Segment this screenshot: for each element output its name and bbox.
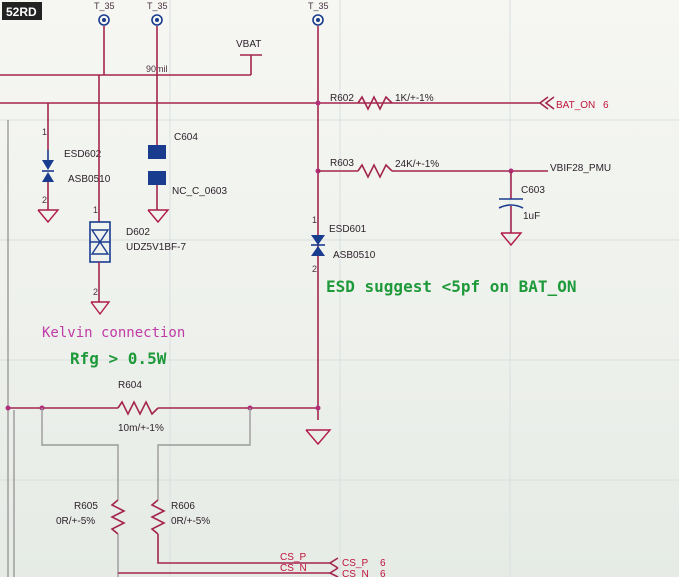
junction-dot: [315, 100, 321, 106]
esd602-diode-lower: [42, 172, 54, 182]
c604-plate-bottom: [148, 171, 166, 185]
rfg-note: Rfg > 0.5W: [70, 349, 167, 368]
watermark-bg: [2, 2, 42, 20]
r606-ref: R606: [171, 501, 195, 512]
vbat-net: VBAT 90mil: [0, 39, 262, 76]
c604: C604 NC_C_0603: [147, 75, 227, 224]
watermark: 52RD: [6, 5, 37, 19]
r604-ref: R604: [118, 380, 142, 391]
cs-n-arrow-icon: [328, 567, 339, 577]
ground-icon: [37, 209, 60, 224]
testpoint-circle: [312, 14, 324, 26]
bat-on-arrow-icon: [544, 96, 555, 110]
esd602-ref: ESD602: [64, 149, 102, 160]
ground-icon: [305, 429, 332, 446]
r604-zigzag: [117, 400, 159, 416]
pin-number: 2: [312, 264, 317, 274]
r604-value: 10m/+-1%: [118, 423, 164, 434]
esd601-value: ASB0510: [333, 250, 376, 261]
testpoint-3: T_35: [308, 1, 329, 26]
cs-p-wire-label: CS_P: [280, 552, 306, 563]
testpoint-circle: [151, 14, 163, 26]
esd602-diode-upper: [42, 160, 54, 170]
r602-ref: R602: [330, 93, 354, 104]
r605-ref: R605: [74, 501, 98, 512]
cs-outputs: CS_P CS_N CS_P CS_N 6 6: [118, 552, 386, 577]
bat-on-arrow-icon: [538, 96, 549, 110]
kelvin-note: Kelvin connection: [42, 325, 185, 341]
vbif-net-label: VBIF28_PMU: [550, 163, 611, 174]
d602-value: UDZ5V1BF-7: [126, 242, 186, 253]
cs-n-net-label: CS_N: [342, 569, 369, 577]
cs-p-page-ref: 6: [380, 558, 386, 569]
kelvin-sense-wire-p: [41, 408, 119, 500]
r602-zigzag: [357, 95, 393, 111]
ground-icon: [90, 301, 111, 316]
c603: C603 1uF: [498, 171, 545, 247]
testpoint-2: T_35: [147, 1, 168, 26]
c603-ref: C603: [521, 185, 545, 196]
cs-n-page-ref: 6: [380, 569, 386, 577]
r602: R602 1K/+-1% BAT_ON 6: [315, 93, 609, 111]
esd601-diode-lower: [311, 246, 325, 256]
d602: 1 2 D602 UDZ5V1BF-7: [89, 75, 186, 316]
vbat-label: VBAT: [236, 39, 261, 50]
ground-icon: [147, 209, 170, 224]
r604: R604 10m/+-1%: [5, 380, 332, 446]
r603-zigzag: [357, 163, 393, 179]
testpoint-dot: [102, 18, 106, 22]
r605-zigzag: [110, 499, 126, 535]
esd601-ref: ESD601: [329, 224, 367, 235]
esd602: 1 2 ESD602 ASB0510: [37, 103, 111, 224]
pin-number: 1: [42, 127, 47, 137]
testpoint-dot: [316, 18, 320, 22]
ground-icon: [500, 232, 523, 247]
cs-p-net-label: CS_P: [342, 558, 368, 569]
cs-p-arrow-icon: [328, 557, 339, 569]
c604-value: NC_C_0603: [172, 186, 227, 197]
r606-bottom-wire: [157, 534, 330, 564]
r605: R605 0R/+-5%: [56, 499, 126, 577]
pin-number: 2: [93, 287, 98, 297]
r605-value: 0R/+-5%: [56, 516, 95, 527]
r606: R606 0R/+-5%: [150, 499, 330, 564]
testpoint-label: T_35: [94, 1, 115, 11]
bat-on-net-label: BAT_ON: [556, 100, 595, 111]
testpoint-circle: [98, 14, 110, 26]
esd602-value: ASB0510: [68, 174, 111, 185]
r603-ref: R603: [330, 158, 354, 169]
c603-plate-bottom: [498, 204, 524, 209]
kelvin-sense-wire-n: [157, 408, 251, 500]
r603-value: 24K/+-1%: [395, 159, 439, 170]
d602-ref: D602: [126, 227, 150, 238]
r606-value: 0R/+-5%: [171, 516, 210, 527]
junction-dot: [315, 405, 321, 411]
r603: R603 24K/+-1% VBIF28_PMU: [315, 158, 611, 179]
esd601: 1 2 ESD601 ASB0510: [311, 215, 376, 274]
testpoint-1: T_35: [94, 1, 115, 26]
junction-dot: [5, 405, 11, 411]
pin-number: 2: [42, 195, 47, 205]
r602-value: 1K/+-1%: [395, 93, 434, 104]
pin-number: 1: [93, 205, 98, 215]
esd-note: ESD suggest <5pf on BAT_ON: [326, 277, 576, 296]
testpoint-dot: [155, 18, 159, 22]
esd601-diode-upper: [311, 235, 325, 245]
bat-on-page-ref: 6: [603, 100, 609, 111]
c603-value: 1uF: [523, 211, 540, 222]
d602-diode-upper: [90, 229, 110, 244]
d602-diode-lower: [90, 240, 110, 255]
c604-plate-top: [148, 145, 166, 159]
r606-zigzag: [150, 499, 166, 535]
pin-number: 1: [312, 215, 317, 225]
c604-ref: C604: [174, 132, 198, 143]
cs-n-wire-label: CS_N: [280, 563, 307, 574]
testpoint-label: T_35: [308, 1, 329, 11]
testpoint-label: T_35: [147, 1, 168, 11]
